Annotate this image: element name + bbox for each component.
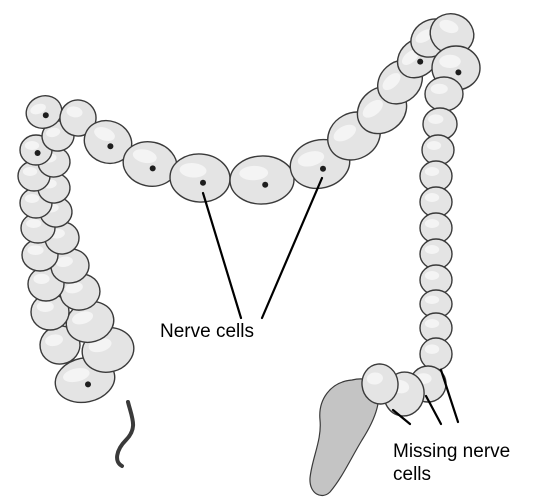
segment-highlight (425, 167, 439, 176)
segment-highlight (431, 84, 448, 94)
segment-highlight (425, 245, 439, 254)
segment-highlight (425, 344, 439, 354)
nerve-cell-dot (43, 112, 49, 118)
pointer-line (441, 370, 458, 422)
segment-highlight (37, 301, 54, 312)
segment-highlight (425, 271, 439, 280)
pointer-line (203, 193, 241, 318)
colon-segment (425, 77, 463, 111)
colon-segment (229, 155, 295, 205)
missing-nerve-cells-label-line1: Missing nerve (393, 440, 510, 463)
segment-highlight (425, 219, 439, 228)
nerve-cell-dot (320, 166, 326, 172)
appendix (117, 402, 133, 466)
segment-highlight (25, 141, 39, 150)
nerve-cell-dot (85, 381, 91, 387)
segment-highlight (427, 141, 441, 150)
nerve-cell-dot (107, 143, 113, 149)
segment-highlight (425, 319, 439, 328)
segment-highlight (33, 274, 49, 284)
segment-highlight (425, 296, 439, 304)
nerve-cell-dot (262, 182, 268, 188)
segment-highlight (439, 55, 461, 68)
nerve-cell-dot (150, 165, 156, 171)
segment-highlight (26, 219, 41, 228)
missing-nerve-cells-label-line2: cells (393, 463, 510, 486)
segment-highlight (27, 245, 43, 255)
nerve-cell-dot (200, 180, 206, 186)
nerve-cells-label: Nerve cells (160, 320, 254, 343)
nerve-cell-dot (35, 150, 41, 156)
segment-highlight (25, 194, 39, 203)
segment-highlight (23, 167, 37, 176)
nerve-cell-dot (417, 59, 423, 65)
colon-segment (420, 338, 452, 370)
colon-drawing (18, 8, 480, 496)
segment-highlight (425, 193, 439, 202)
colon-segment (168, 152, 231, 204)
nerve-cell-dot (455, 69, 461, 75)
missing-nerve-cells-label: Missing nerve cells (393, 440, 510, 486)
segment-highlight (428, 114, 443, 124)
